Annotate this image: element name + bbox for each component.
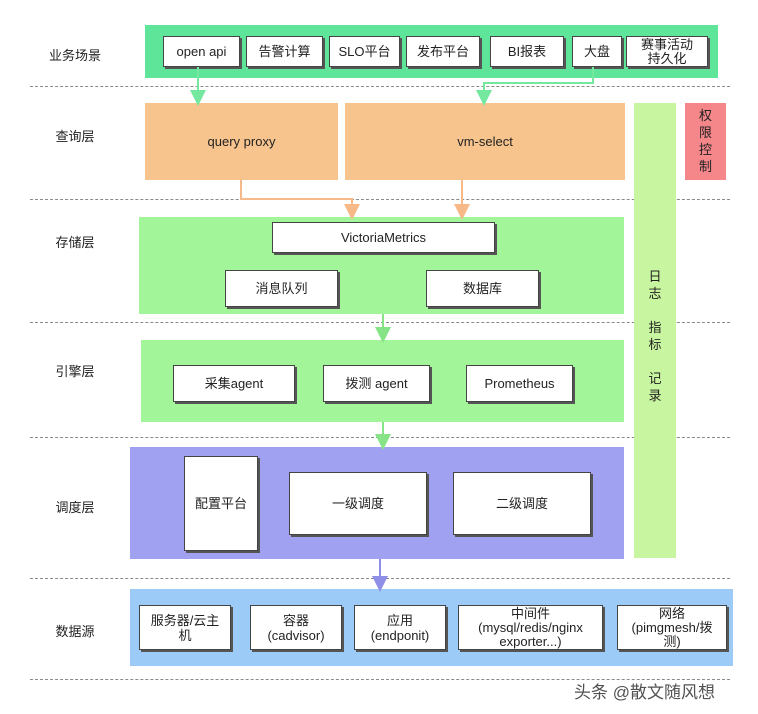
victoriametrics-box: VictoriaMetrics — [272, 222, 495, 253]
auth-control-label: 权 限 控 制 — [698, 108, 712, 174]
probe-agent-box: 拨测 agent — [323, 365, 430, 402]
business-open-api: open api — [163, 36, 240, 67]
layer-label-datasource: 数据源 — [55, 624, 95, 639]
source-application: 应用 (endponit) — [354, 605, 446, 650]
source-server: 服务器/云主 机 — [139, 605, 231, 650]
database-box: 数据库 — [426, 270, 539, 307]
business-bi-report: BI报表 — [490, 36, 564, 67]
auth-control-box — [685, 103, 726, 180]
vm-select-box — [345, 103, 625, 180]
prometheus-box: Prometheus — [466, 365, 573, 402]
vm-select-label: vm-select — [457, 134, 513, 149]
layer-label-storage: 存储层 — [55, 235, 95, 250]
query-proxy-box — [145, 103, 338, 180]
layer-label-engine: 引擎层 — [55, 364, 95, 379]
layer-label-business: 业务场景 — [48, 48, 101, 63]
business-dashboard: 大盘 — [572, 36, 622, 67]
business-release-platform: 发布平台 — [406, 36, 480, 67]
separator — [30, 679, 730, 680]
business-slo-platform: SLO平台 — [329, 36, 400, 67]
collect-agent-box: 采集agent — [173, 365, 295, 402]
source-network: 网络 (pimgmesh/拨 测) — [617, 605, 727, 650]
log-metric-label: 日 志 指 标 记 录 — [648, 269, 662, 403]
source-container: 容器 (cadvisor) — [250, 605, 342, 650]
business-event-persistence: 赛事活动 持久化 — [626, 36, 708, 67]
message-queue-box: 消息队列 — [225, 270, 338, 307]
separator — [30, 86, 730, 87]
level1-scheduler-box: 一级调度 — [289, 472, 427, 535]
separator — [30, 199, 730, 200]
business-alert-calc: 告警计算 — [246, 36, 323, 67]
arrow-biz-to-vmselect — [476, 67, 594, 106]
layer-label-scheduler: 调度层 — [55, 500, 95, 515]
level2-scheduler-box: 二级调度 — [453, 472, 591, 535]
log-metric-band — [634, 103, 676, 558]
source-middleware: 中间件 (mysql/redis/nginx exporter...) — [458, 605, 603, 650]
watermark: 头条 @散文随风想 — [574, 683, 715, 702]
config-platform-box: 配置平台 — [184, 456, 258, 551]
layer-label-query: 查询层 — [55, 129, 95, 144]
arrow-proxy-to-vm — [240, 180, 360, 220]
separator — [30, 322, 730, 323]
query-proxy-label: query proxy — [207, 134, 276, 149]
